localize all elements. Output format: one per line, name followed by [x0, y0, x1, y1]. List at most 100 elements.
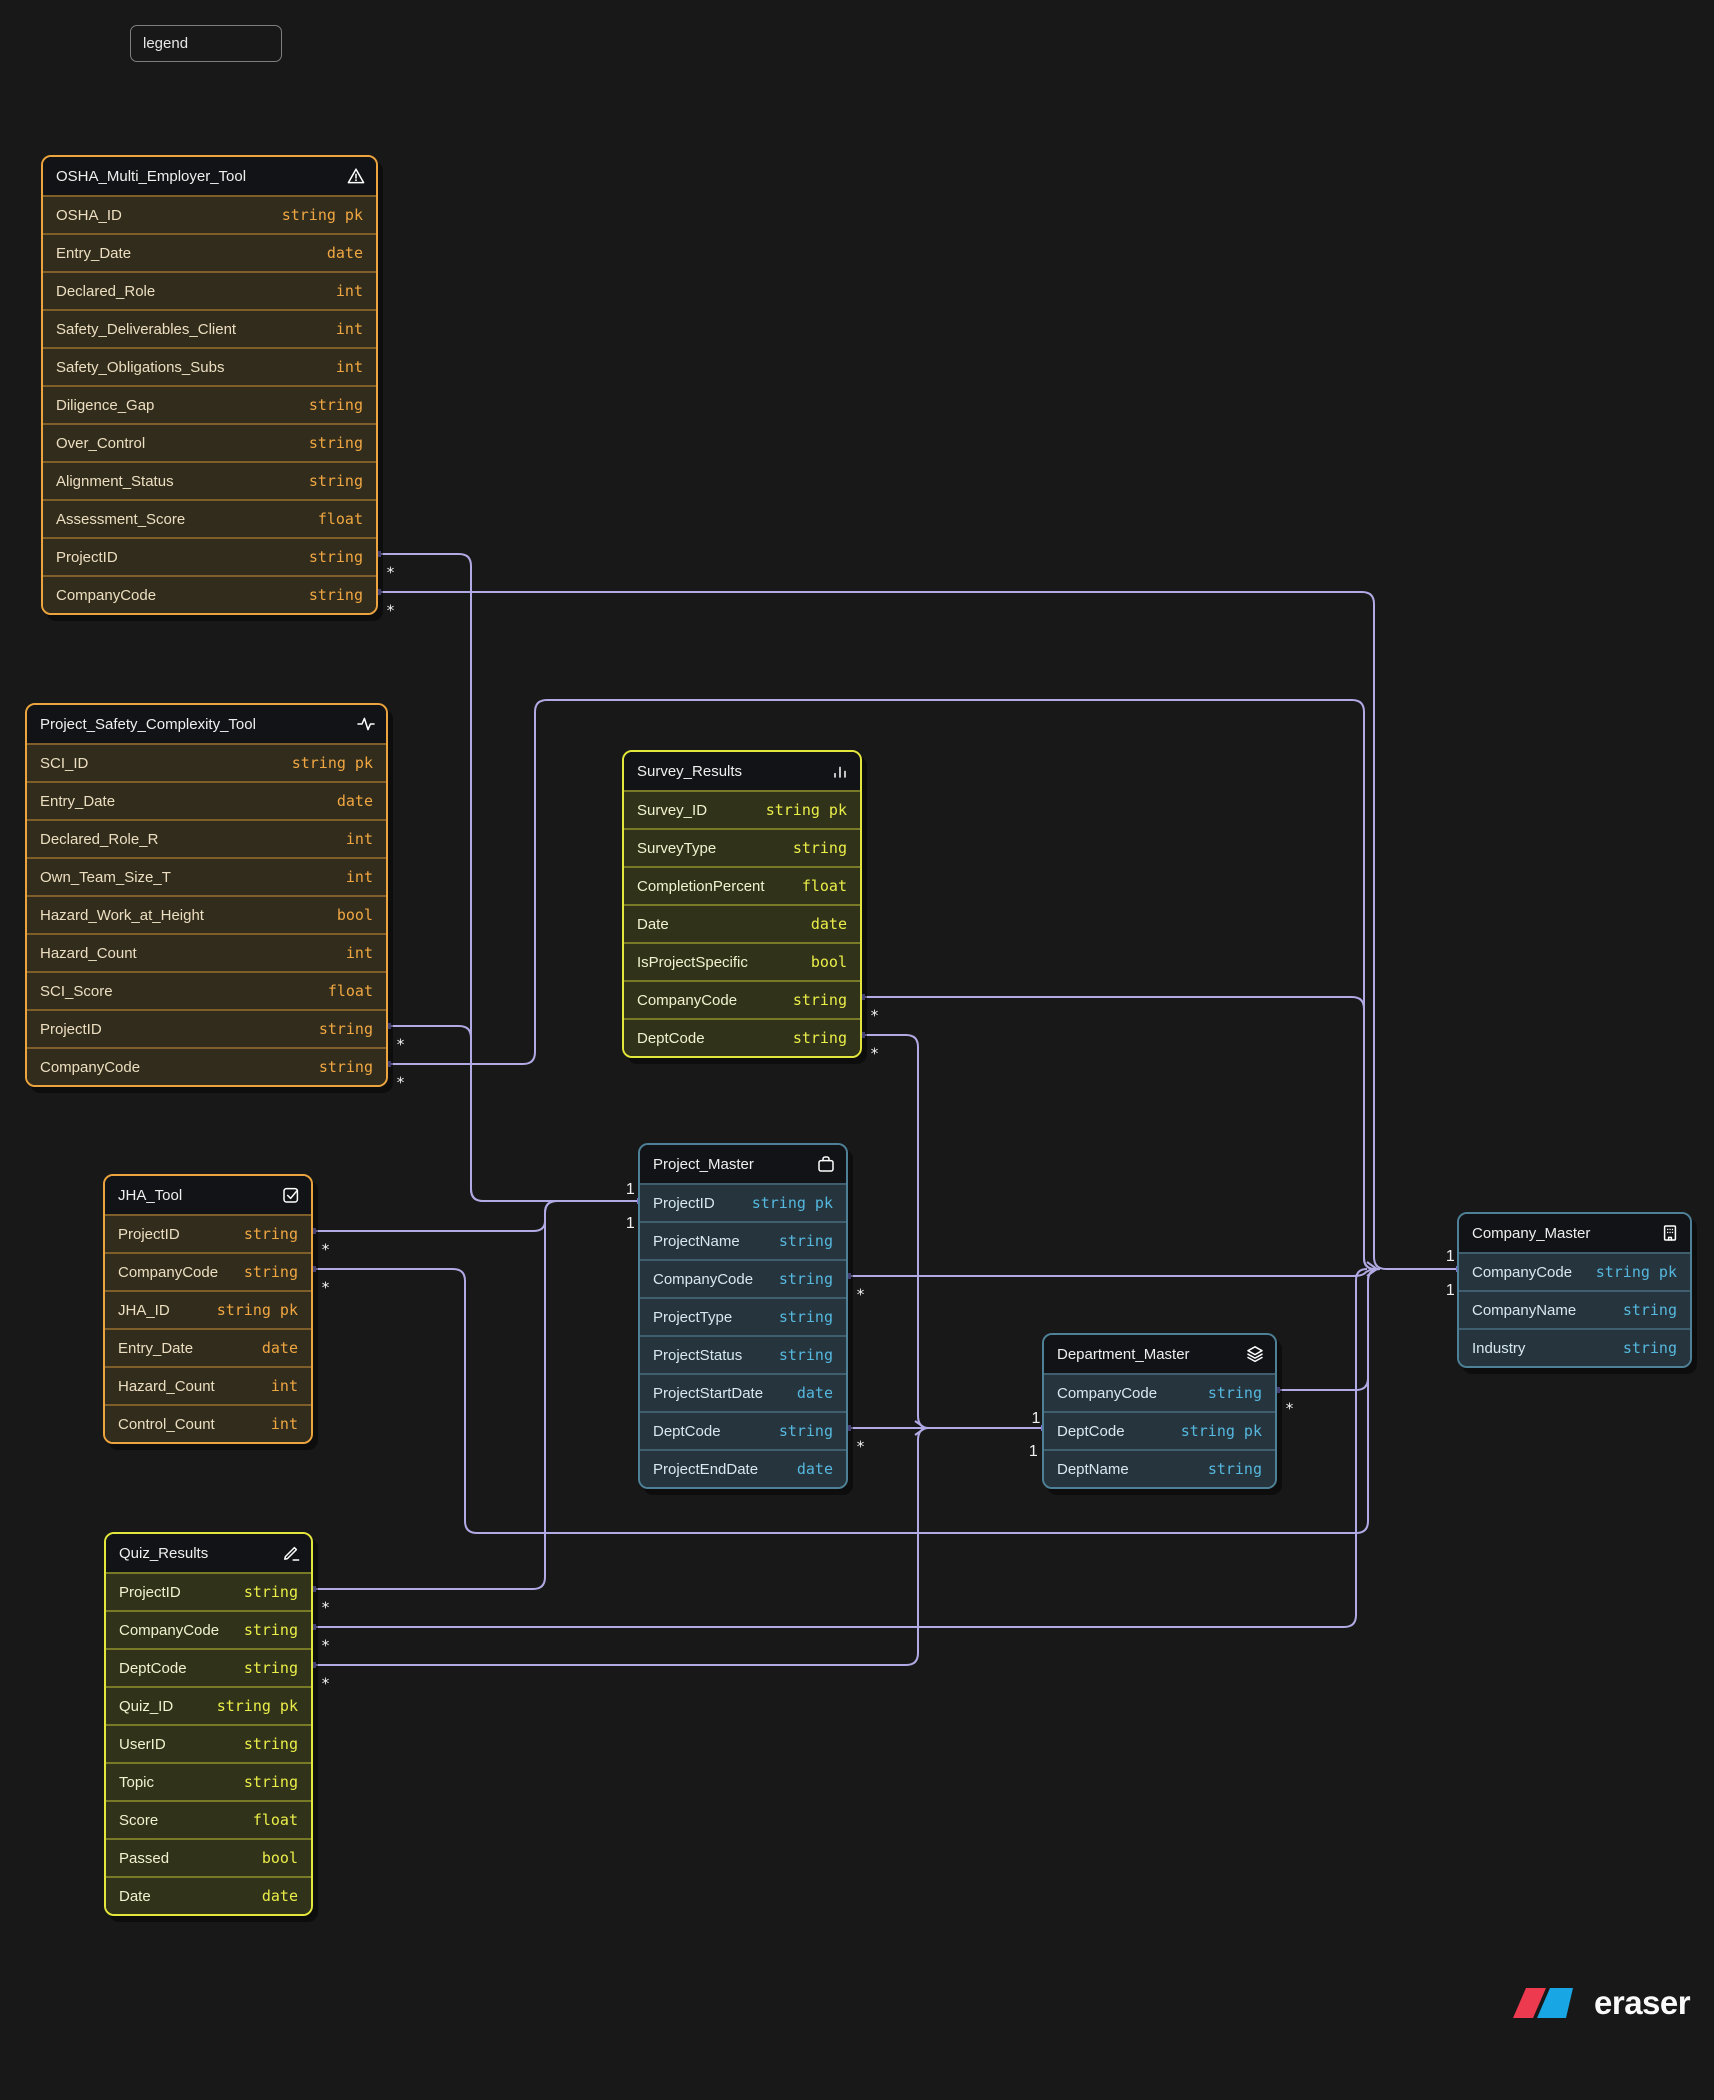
relationship-line[interactable] — [378, 591, 1457, 1270]
field-type: bool — [261, 1849, 298, 1867]
table-title: Quiz_Results — [119, 1544, 209, 1562]
field-name: CompanyCode — [1472, 1263, 1573, 1281]
relationship-line[interactable] — [862, 996, 1376, 1270]
field-type: string pk — [281, 206, 363, 224]
cardinality-many-label: * — [321, 1637, 330, 1655]
cardinality-many-label: * — [386, 564, 395, 582]
cardinality-many-label: * — [321, 1599, 330, 1617]
warning-icon — [346, 166, 366, 186]
field-name: CompanyName — [1472, 1301, 1577, 1319]
field-type: string — [318, 1058, 373, 1076]
field-name: Declared_Role — [56, 282, 156, 300]
relationship-line[interactable] — [313, 1200, 638, 1232]
field-type: string — [308, 472, 363, 490]
field-row: DeptName string — [1044, 1449, 1275, 1487]
table-title: JHA_Tool — [118, 1186, 183, 1204]
field-name: OSHA_ID — [56, 206, 122, 224]
field-type: int — [270, 1377, 298, 1395]
legend-node[interactable]: legend — [130, 25, 282, 62]
field-row: OSHA_ID string pk — [43, 195, 376, 233]
field-name: Topic — [119, 1773, 155, 1791]
table-title: Survey_Results — [637, 762, 743, 780]
field-name: CompanyCode — [653, 1270, 754, 1288]
field-type: string pk — [765, 801, 847, 819]
field-name: Control_Count — [118, 1415, 215, 1433]
relationship-line[interactable] — [848, 1268, 1373, 1277]
field-name: DeptCode — [1057, 1422, 1125, 1440]
relationship-line[interactable] — [378, 553, 638, 1202]
eraser-logo-icon — [1513, 1988, 1573, 2018]
field-name: CompletionPercent — [637, 877, 765, 895]
field-type: int — [345, 944, 373, 962]
cardinality-many-label: * — [396, 1036, 405, 1054]
field-type: date — [336, 792, 373, 810]
field-type: string pk — [216, 1697, 298, 1715]
relationship-line[interactable] — [313, 1200, 558, 1590]
field-type: string — [792, 1029, 847, 1047]
field-name: Diligence_Gap — [56, 396, 155, 414]
relationship-line[interactable] — [388, 1025, 484, 1202]
field-type: date — [796, 1460, 833, 1478]
field-type: date — [810, 915, 847, 933]
legend-label: legend — [143, 35, 189, 52]
field-type: float — [317, 510, 363, 528]
pencil-icon — [281, 1543, 301, 1563]
relationship-line[interactable] — [388, 699, 1376, 1270]
field-type: string — [792, 991, 847, 1009]
layers-icon — [1245, 1344, 1265, 1364]
field-name: CompanyCode — [119, 1621, 220, 1639]
table-header: Survey_Results — [624, 752, 860, 790]
field-name: CompanyCode — [118, 1263, 219, 1281]
field-type: string — [1207, 1460, 1262, 1478]
field-type: string — [778, 1422, 833, 1440]
building-icon — [1660, 1223, 1680, 1243]
cardinality-many-label: * — [386, 602, 395, 620]
field-type: float — [252, 1811, 298, 1829]
table-title: Department_Master — [1057, 1345, 1190, 1363]
field-type: int — [345, 830, 373, 848]
field-name: Hazard_Count — [118, 1377, 215, 1395]
field-row: CompanyCode string — [105, 1252, 311, 1290]
field-type: string — [243, 1263, 298, 1281]
field-type: date — [796, 1384, 833, 1402]
cardinality-many-label: * — [870, 1045, 879, 1063]
field-type: string — [243, 1659, 298, 1677]
field-name: JHA_ID — [118, 1301, 170, 1319]
relationship-line[interactable] — [1277, 1268, 1381, 1391]
table-title: OSHA_Multi_Employer_Tool — [56, 167, 247, 185]
table-title: Company_Master — [1472, 1224, 1591, 1242]
relationship-line[interactable] — [862, 1034, 930, 1429]
field-name: ProjectID — [653, 1194, 715, 1212]
field-name: Hazard_Work_at_Height — [40, 906, 204, 924]
field-type: string — [243, 1583, 298, 1601]
field-name: SurveyType — [637, 839, 717, 857]
field-name: Entry_Date — [118, 1339, 194, 1357]
field-name: DeptName — [1057, 1460, 1129, 1478]
